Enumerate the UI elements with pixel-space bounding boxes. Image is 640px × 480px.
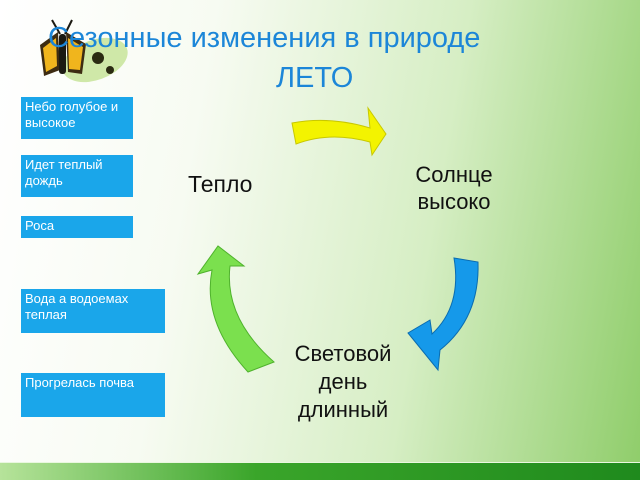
box-soil: Прогрелась почва [21,373,165,417]
box-water: Вода а водоемах теплая [21,289,165,333]
title-line2: ЛЕТО [276,62,354,94]
bottom-strip [0,463,640,480]
arrow-blue [407,257,479,372]
arrow-green [196,245,275,373]
box-dew: Роса [21,216,133,238]
butterfly-icon [40,19,128,83]
arrow-yellow [291,106,387,157]
cycle-label-day: Световой день длинный [294,341,392,422]
title-line1: Сезонные изменения в природе [48,22,481,54]
box-rain: Идет теплый дождь [21,155,133,197]
cycle-label-warm: Тепло [188,171,253,197]
cycle-label-sun: Солнце высоко [415,162,493,214]
box-sky: Небо голубое и высокое [21,97,133,139]
